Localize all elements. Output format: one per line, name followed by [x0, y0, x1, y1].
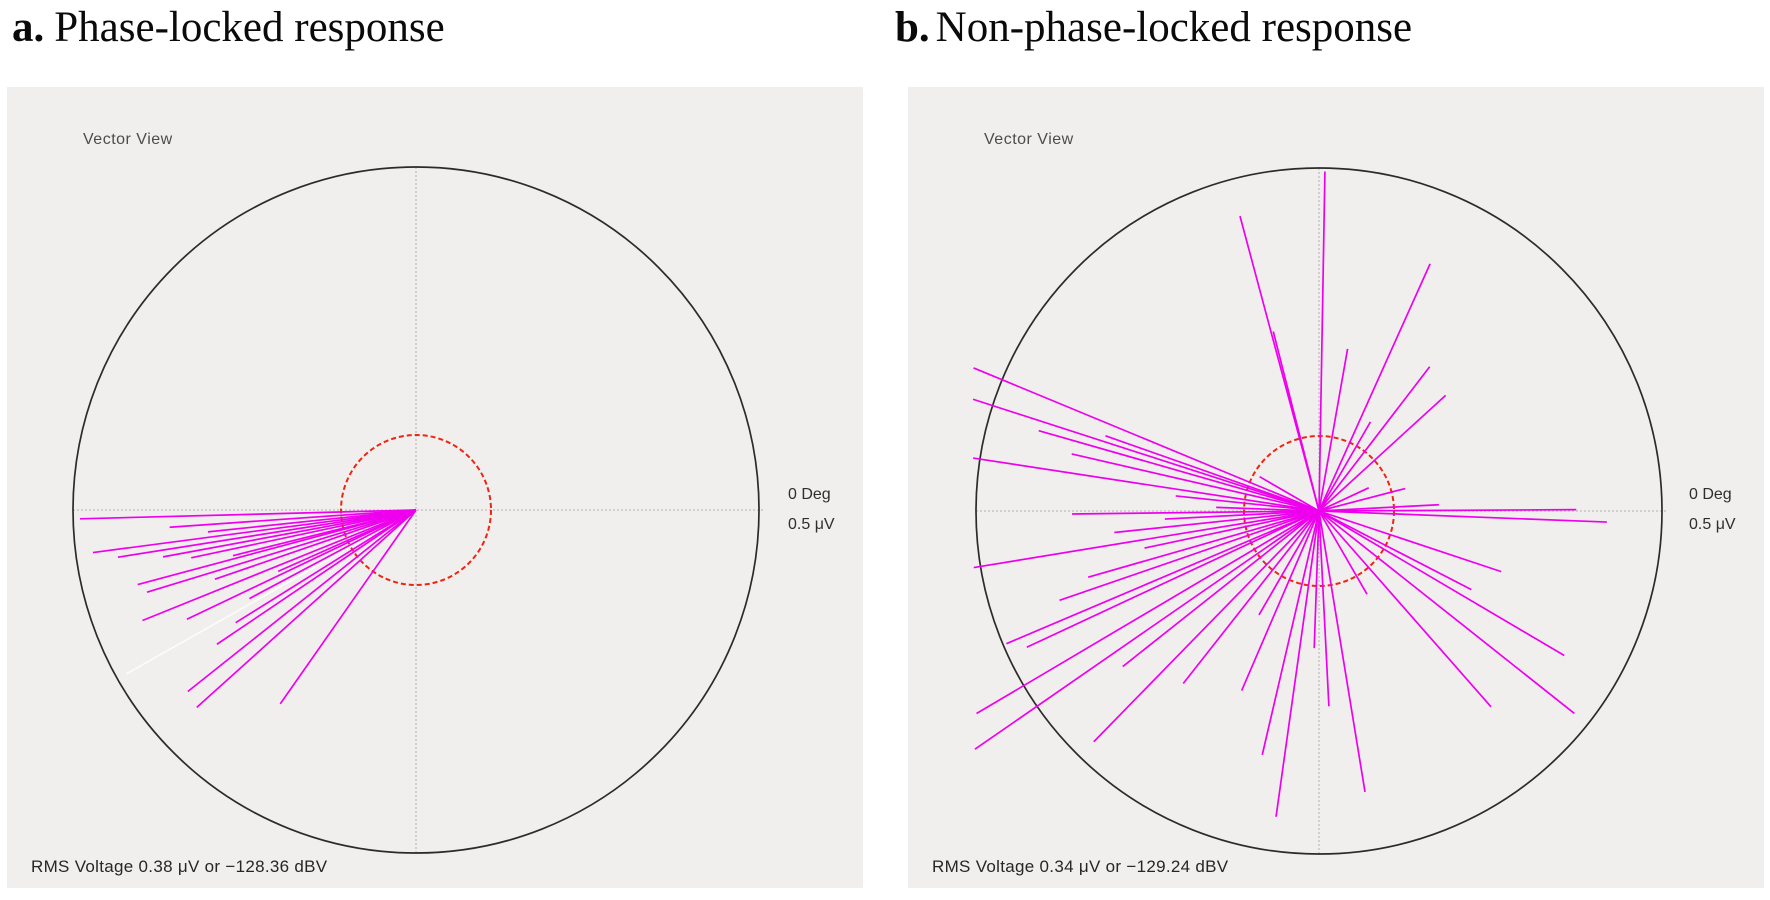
vector-line	[186, 509, 417, 621]
vector-line	[187, 509, 417, 693]
rms-status-text-b: RMS Voltage 0.34 μV or −129.24 dBV	[932, 857, 1229, 876]
vector-line	[117, 509, 417, 559]
vector-line	[216, 509, 417, 645]
vector-line	[1318, 487, 1406, 512]
angle-reference-label-a: 0 Deg	[788, 486, 831, 503]
vector-plot-a	[72, 166, 763, 854]
vector-line	[92, 509, 417, 554]
vector-plot-b	[972, 167, 1666, 855]
vector-line	[1175, 495, 1320, 512]
vector-line	[214, 509, 417, 581]
vector-line	[1087, 510, 1320, 578]
vector-line	[1318, 508, 1577, 512]
vector-line	[1072, 510, 1320, 515]
vector-line	[1318, 510, 1368, 595]
unit-circle	[975, 167, 1663, 855]
vector-line	[1318, 510, 1565, 657]
vector-line	[1313, 510, 1320, 649]
caption-panel-a: a.Phase-locked response	[12, 0, 445, 58]
vector-line	[1318, 263, 1431, 512]
vector-line	[1114, 510, 1320, 534]
vector-line	[1318, 510, 1330, 707]
axis-labels-a: 0 Deg 0.5 μV	[788, 480, 835, 540]
vector-line	[1318, 487, 1370, 512]
vector-line	[972, 398, 1320, 512]
radius-scale-label-a: 0.5 μV	[788, 516, 835, 533]
caption-a-title: Phase-locked response	[54, 4, 445, 51]
caption-a-index: a.	[12, 4, 45, 51]
vector-view-panel-b: Vector View 0 Deg 0.5 μV RMS Voltage 0.3…	[908, 87, 1764, 888]
vector-line	[1258, 510, 1320, 616]
noise-floor-circle	[340, 434, 492, 586]
angle-reference-label-b: 0 Deg	[1689, 486, 1732, 503]
vector-line	[142, 509, 417, 622]
axis-labels-b: 0 Deg 0.5 μV	[1689, 480, 1736, 540]
vector-line	[196, 509, 417, 709]
vector-line	[1038, 429, 1320, 512]
vector-line	[235, 509, 417, 624]
vector-line	[169, 509, 417, 529]
vector-line	[1275, 510, 1320, 817]
vector-line	[1318, 171, 1326, 512]
vector-line	[1259, 475, 1320, 512]
vector-line	[1318, 510, 1575, 715]
caption-b-index: b.	[895, 4, 930, 51]
vector-line	[974, 510, 1320, 750]
vector-line	[1318, 348, 1349, 512]
vector-line	[1216, 506, 1320, 512]
vector-line	[1239, 215, 1320, 512]
vector-line	[1182, 510, 1320, 685]
vector-view-panel-a: Vector View 0 Deg 0.5 μV RMS Voltage 0.3…	[7, 87, 863, 888]
vector-line	[973, 367, 1320, 512]
vector-line	[1059, 510, 1320, 602]
vector-line	[1122, 510, 1320, 668]
vector-line	[1261, 510, 1320, 756]
vector-line	[249, 509, 417, 600]
caption-b-title: Non-phase-locked response	[935, 4, 1413, 51]
vector-line	[1318, 510, 1366, 793]
vector-line	[1026, 510, 1320, 649]
widget-title-b: Vector View	[984, 131, 1074, 148]
vector-line	[1318, 394, 1447, 512]
vector-line	[1318, 503, 1439, 512]
vector-line	[1006, 510, 1320, 645]
unit-circle	[72, 166, 760, 854]
vector-line	[1318, 510, 1502, 573]
caption-panel-b: b.Non-phase-locked response	[895, 0, 1412, 58]
vector-line	[162, 509, 417, 558]
vector-line	[973, 510, 1320, 569]
vector-line	[191, 509, 417, 559]
faint-vector-line	[126, 509, 417, 675]
vector-line	[207, 509, 417, 533]
radius-scale-label-b: 0.5 μV	[1689, 516, 1736, 533]
vector-line	[1318, 510, 1472, 591]
vector-line	[1164, 510, 1320, 520]
vector-line	[1144, 510, 1320, 549]
vector-line	[146, 509, 417, 594]
vector-line	[973, 457, 1320, 512]
rms-status-text-a: RMS Voltage 0.38 μV or −128.36 dBV	[31, 857, 328, 876]
vector-line	[1240, 510, 1320, 691]
vector-line	[279, 509, 417, 705]
vector-line	[1105, 435, 1320, 512]
vector-line	[1318, 421, 1372, 512]
vector-line	[79, 509, 417, 520]
vector-line	[1093, 510, 1320, 743]
widget-title-a: Vector View	[83, 131, 173, 148]
vector-line	[1318, 510, 1607, 523]
vector-line	[976, 510, 1320, 715]
vector-line	[1318, 510, 1492, 708]
vector-line	[1318, 366, 1431, 512]
vector-line	[137, 509, 417, 586]
vector-line	[1071, 453, 1320, 512]
